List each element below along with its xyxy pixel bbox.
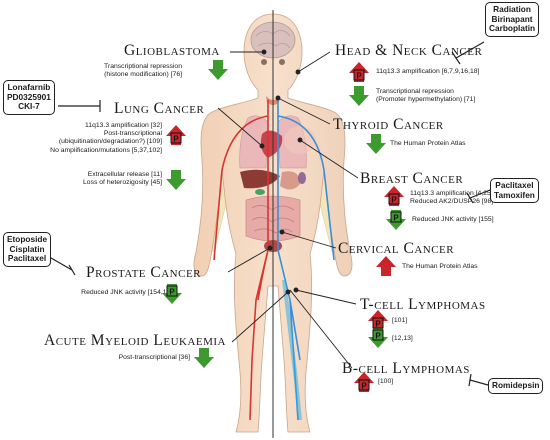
- drug-name: Tamoxifen: [494, 189, 535, 200]
- title-cervical: Cervical Cancer: [338, 240, 455, 257]
- arteries: [213, 100, 269, 421]
- heart-shape: [260, 130, 283, 158]
- note-head-neck-down: Transcriptional repression (Promoter hyp…: [376, 88, 475, 104]
- drug-box-lung: Lonafarnib PD0325901 CKI-7: [3, 80, 55, 115]
- note-line: 11q13.3 amplification [32]: [85, 122, 162, 129]
- note-prostate: Reduced JNK activity [154,156]: [81, 289, 176, 296]
- drug-name: Romidepsin: [492, 380, 540, 390]
- note-head-neck-up: 11q13.3 amplification [6,7,9,16,18]: [376, 68, 480, 75]
- notes-glioblastoma: Transcriptional repression (histone modi…: [104, 63, 182, 79]
- note-aml: Post-transcriptional [36]: [118, 354, 190, 361]
- drug-name: Etoposide: [7, 234, 48, 244]
- title-head-neck: Head & Neck Cancer: [335, 42, 483, 59]
- drug-box-prostate: Etoposide Cisplatin Paclitaxel: [3, 232, 52, 267]
- drug-name: Birinapant: [491, 13, 533, 24]
- title-bcell: B-cell Lymphomas: [342, 360, 470, 377]
- note-line: Transcriptional repression: [104, 63, 182, 70]
- title-tcell: T-cell Lymphomas: [360, 296, 486, 313]
- drug-name: CKI-7: [18, 101, 40, 111]
- title-thyroid: Thyroid Cancer: [333, 116, 444, 133]
- drug-name: Paclitaxel: [495, 180, 534, 190]
- drug-box-head-neck: Radiation Birinapant Carboplatin: [485, 2, 540, 37]
- inhibition-symbol-icon: [43, 41, 491, 387]
- title-lung: Lung Cancer: [114, 100, 205, 117]
- note-line: Extracellular release [11]: [87, 171, 162, 178]
- note-line: Loss of heterozigosity [45]: [83, 179, 162, 187]
- note-line: 11q13.3 amplification [4,25,26,27]: [410, 190, 512, 197]
- note-tcell-down: [12,13]: [392, 335, 413, 342]
- drug-box-breast: Paclitaxel Tamoxifen: [490, 178, 539, 203]
- title-glioblastoma: Glioblastoma: [124, 42, 220, 59]
- liver-shape: [240, 169, 280, 189]
- note-bcell: [100]: [378, 378, 394, 385]
- drug-name: Carboplatin: [489, 23, 536, 33]
- notes-breast-up: 11q13.3 amplification [4,25,26,27] Reduc…: [410, 190, 512, 206]
- title-prostate: Prostate Cancer: [86, 264, 202, 281]
- drug-box-bcell: Romidepsin: [488, 378, 544, 394]
- note-line: Reduced AK2/DUSP26 [98]: [410, 198, 494, 206]
- note-line: (histone modification) [76]: [104, 71, 182, 79]
- note-cervical: The Human Protein Atlas: [402, 263, 478, 270]
- note-line: (Promoter hypermethylation) [71]: [376, 96, 476, 104]
- veins: [277, 100, 335, 421]
- note-tcell-up: [101]: [392, 317, 408, 324]
- title-breast: Breast Cancer: [360, 170, 464, 187]
- title-aml: Acute Myeloid Leukaemia: [44, 332, 227, 349]
- drug-name: PD0325901: [7, 91, 51, 102]
- drug-name: Radiation: [493, 4, 531, 14]
- drug-name: Lonafarnib: [7, 82, 51, 92]
- note-line: No amplification/mutations [5,37,102]: [50, 146, 162, 154]
- note-line: Transcriptional repression: [376, 88, 454, 95]
- leader-lines: [217, 49, 359, 369]
- drug-name: Paclitaxel: [7, 253, 47, 263]
- note-breast-down: Reduced JNK activity [155]: [412, 216, 494, 223]
- note-line: (ubiquitination/degradation?) [109]: [58, 138, 162, 146]
- stomach-shape: [280, 171, 300, 190]
- drug-name: Cisplatin: [9, 243, 45, 254]
- note-thyroid: The Human Protein Atlas: [390, 140, 466, 147]
- notes-lung-down: Extracellular release [11] Loss of heter…: [83, 171, 162, 187]
- notes-lung-up: 11q13.3 amplification [32] Post-transcri…: [50, 122, 162, 155]
- note-line: Post-transcriptional: [103, 130, 162, 138]
